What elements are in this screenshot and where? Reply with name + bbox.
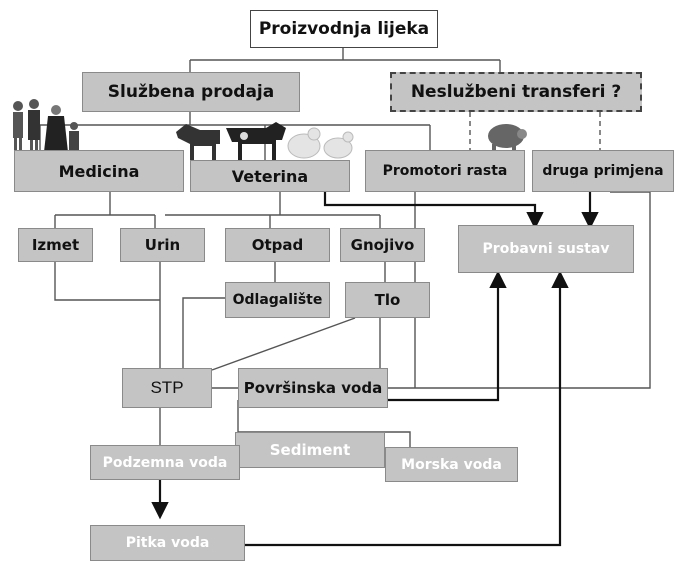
manure-node: Gnojivo [340, 228, 425, 262]
people-icon [13, 99, 79, 158]
unofficial-transfers-node: Neslužbeni transferi ? [390, 72, 642, 112]
surface-water-node: Površinska voda [238, 368, 388, 408]
pig-icon [488, 124, 527, 152]
groundwater-node: Podzemna voda [90, 445, 240, 480]
poultry-icon [287, 127, 354, 159]
drinking-water-node: Pitka voda [90, 525, 245, 561]
waste-node: Otpad [225, 228, 330, 262]
sea-water-node: Morska voda [385, 447, 518, 482]
other-use-node: druga primjena [532, 150, 674, 192]
root-node: Proizvodnja lijeka [250, 10, 438, 48]
farm-animals-icon [176, 122, 286, 162]
medicine-node: Medicina [14, 150, 184, 192]
stp-node: STP [122, 368, 212, 408]
soil-node: Tlo [345, 282, 430, 318]
feces-node: Izmet [18, 228, 93, 262]
digestive-system-node: Probavni sustav [458, 225, 634, 273]
official-sale-node: Službena prodaja [82, 72, 300, 112]
growth-promoters-node: Promotori rasta [365, 150, 525, 192]
veterinary-node: Veterina [190, 160, 350, 192]
sediment-node: Sediment [235, 432, 385, 468]
landfill-node: Odlagalište [225, 282, 330, 318]
urine-node: Urin [120, 228, 205, 262]
